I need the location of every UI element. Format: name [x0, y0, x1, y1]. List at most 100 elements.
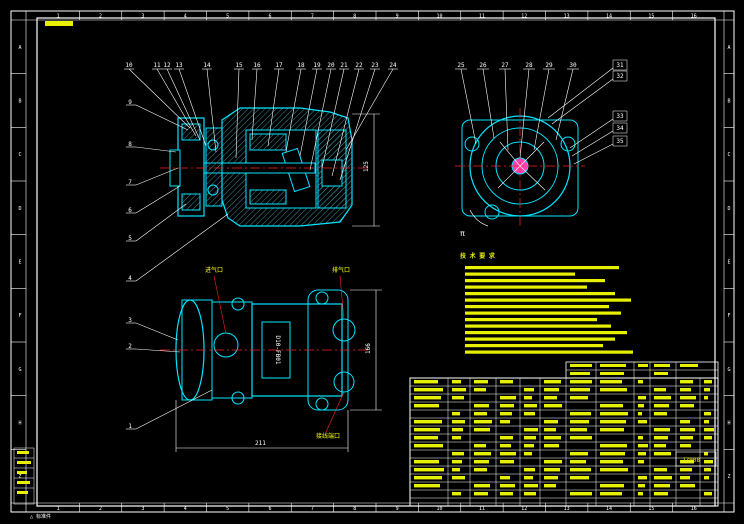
column-number: 6	[269, 506, 272, 512]
balloon-leader	[331, 68, 360, 177]
balloon-leader	[519, 68, 530, 159]
parts-list-entry	[524, 388, 534, 392]
balloon-box	[612, 70, 628, 82]
piston-upper	[249, 133, 287, 151]
balloon-leader	[178, 68, 207, 147]
side-dimensions	[175, 289, 382, 452]
column-number: 12	[521, 506, 527, 512]
column-number: 14	[606, 506, 612, 512]
balloon-leader	[309, 68, 332, 171]
parts-list-header	[680, 364, 698, 367]
parts-list-entry	[600, 404, 623, 408]
column-number: 7	[311, 14, 314, 20]
parts-list-entry	[452, 412, 460, 416]
parts-list-entry	[638, 436, 643, 440]
balloon-leader	[504, 68, 509, 151]
parts-list-entry	[570, 380, 592, 384]
parts-list-entry	[680, 484, 695, 488]
row-letter: G	[727, 367, 730, 373]
tech-req-line	[465, 279, 605, 283]
balloon-number: 17	[275, 62, 283, 69]
balloon-number: 34	[616, 125, 624, 132]
side-height-value: 166	[365, 343, 372, 354]
parts-list-entry	[680, 468, 692, 472]
parts-list-entry	[600, 420, 626, 424]
parts-list-entry	[452, 476, 465, 480]
parts-list-entry	[654, 388, 666, 392]
parts-list-entry	[600, 460, 623, 464]
tech-req-line	[465, 337, 615, 341]
rotation-arrow	[469, 209, 489, 227]
row-letter: F	[727, 313, 730, 319]
parts-list-entry	[414, 420, 442, 424]
balloon-box	[612, 59, 628, 71]
parts-list-entry	[570, 412, 591, 416]
column-number: 8	[353, 14, 356, 20]
parts-list-entry	[638, 412, 642, 416]
parts-list-header	[570, 372, 590, 375]
balloon-number: 28	[525, 62, 533, 69]
bearing-bottom	[207, 184, 219, 196]
parts-list-entry	[500, 444, 511, 448]
parts-list-entry	[654, 444, 666, 448]
balloon-number: 2	[128, 343, 132, 350]
parts-list-entry	[500, 380, 513, 384]
balloon-leader	[135, 146, 177, 153]
column-number: 15	[648, 506, 654, 512]
parts-list-entry	[600, 468, 628, 472]
side-view: D10-FB01 进气口 排气口 接线端口 166 211 321	[126, 266, 382, 452]
parts-list-entry	[500, 404, 514, 408]
parts-list-entry	[452, 436, 461, 440]
column-number: 11	[479, 14, 485, 20]
parts-list-entry	[570, 396, 588, 400]
balloon-box	[612, 135, 628, 147]
piston-lower	[249, 189, 287, 205]
row-letter: A	[18, 45, 21, 51]
balloon-number: 6	[128, 207, 132, 214]
tech-req-line	[465, 305, 609, 309]
parts-list-entry	[654, 468, 667, 472]
parts-list-entry	[414, 460, 439, 464]
balloon-leader	[533, 68, 550, 151]
boss-bottom-right	[315, 397, 329, 411]
parts-list-entry	[570, 420, 589, 424]
column-number: 2	[99, 14, 102, 20]
parts-list-entry	[638, 396, 646, 400]
parts-list-entry	[474, 452, 491, 456]
balloon-leader	[551, 78, 614, 125]
parts-list-entry	[474, 444, 486, 448]
balloon-leader	[547, 67, 614, 119]
column-number: 9	[396, 14, 399, 20]
parts-list-entry	[414, 428, 440, 432]
parts-list-entry	[680, 428, 695, 432]
parts-list-entry	[680, 380, 693, 384]
balloon-leader	[135, 348, 181, 353]
parts-list-entry	[500, 492, 513, 496]
balloon-number: 5	[128, 235, 132, 242]
parts-list-entry	[474, 420, 492, 424]
valve-chamber	[321, 159, 343, 187]
parts-list-entry	[600, 428, 624, 432]
parts-list-entry	[474, 380, 488, 384]
balloon-number: 26	[479, 62, 487, 69]
balloon-number: 25	[457, 62, 465, 69]
column-number: 1	[57, 506, 60, 512]
column-number: 8	[353, 506, 356, 512]
parts-list-entry	[500, 460, 514, 464]
row-ticks	[11, 73, 734, 450]
parts-list-entry	[474, 412, 487, 416]
balloon-leader	[345, 68, 394, 151]
parts-list-entry	[524, 436, 536, 440]
sheet-border	[10, 10, 735, 513]
parts-list-entry	[654, 476, 672, 480]
boss-top-right	[315, 291, 329, 305]
parts-list-entry	[600, 412, 628, 416]
parts-list-entry	[452, 428, 463, 432]
parts-list-entry	[638, 460, 644, 464]
row-letter: C	[18, 152, 21, 158]
parts-list-entry	[544, 388, 559, 392]
